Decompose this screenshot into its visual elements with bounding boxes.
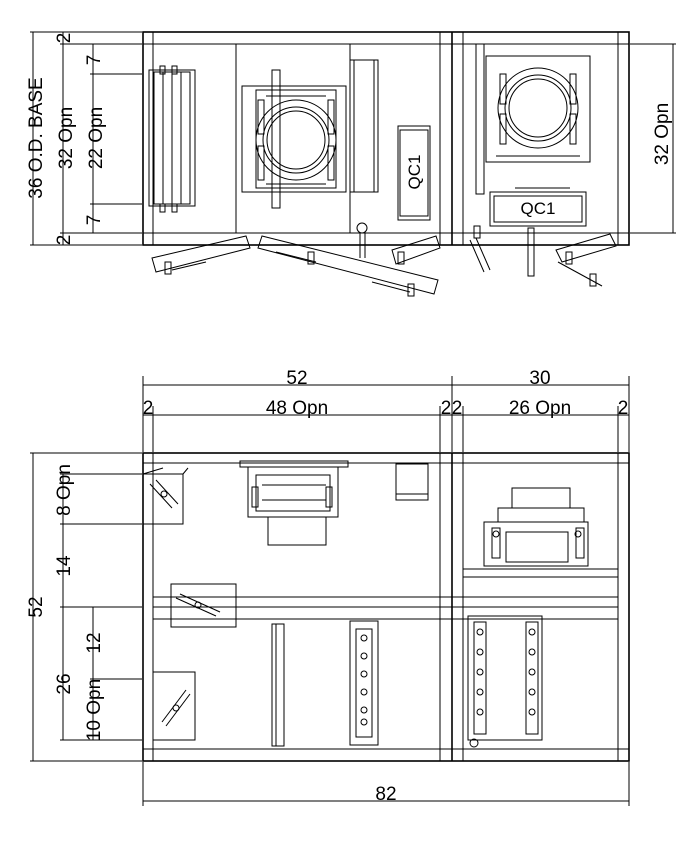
elevation-right-dimension: 32 Opn — [630, 43, 676, 234]
qc1-label-right: QC1 — [521, 199, 556, 218]
return-air-damper — [170, 583, 237, 628]
filter-rack — [148, 65, 196, 213]
dim-section-lower: 26 — [54, 673, 75, 694]
dim-overall-base: 36 O.D. BASE — [26, 77, 47, 198]
dim-left-section: 52 — [286, 368, 307, 389]
exhaust-damper — [152, 671, 196, 741]
dim-mid-margin-b: 2 — [452, 398, 463, 419]
dim-section-upper: 14 — [54, 555, 75, 577]
dim-top-offset: 7 — [84, 55, 105, 66]
plan-top-dimensions: 52 30 2 48 Opn 2 2 26 Opn 2 — [142, 368, 630, 452]
dim-right-section: 30 — [529, 368, 550, 389]
heater-coil-right — [467, 615, 543, 748]
dim-left-opening: 48 Opn — [266, 398, 328, 419]
plan-left-dimensions: 52 8 Opn 14 12 26 10 Opn — [26, 452, 142, 762]
qc1-panel-left: QC1 — [397, 125, 431, 221]
access-doors — [151, 225, 617, 297]
qc1-panel-right: QC1 — [489, 187, 587, 227]
supply-fan-1 — [241, 69, 347, 209]
dim-bottom-margin: 2 — [54, 235, 75, 246]
dim-right-opening: 32 Opn — [652, 103, 673, 165]
dim-left-margin: 2 — [143, 398, 154, 419]
dim-opening-bottom: 10 Opn — [84, 679, 105, 741]
elevation-view: QC1 QC1 — [26, 31, 676, 297]
dim-mid-margin-a: 2 — [441, 398, 452, 419]
supply-fan-1-plan — [239, 460, 349, 546]
supply-fan-2 — [475, 43, 591, 195]
dim-inner-opening: 22 Opn — [86, 107, 107, 169]
dim-plan-overall: 52 — [26, 596, 47, 617]
outside-air-damper — [142, 467, 189, 525]
plan-bottom-dimension: 82 — [142, 762, 630, 806]
plan-casing — [142, 452, 630, 762]
dim-bottom-offset: 7 — [84, 215, 105, 226]
plan-view: 52 30 2 48 Opn 2 2 26 Opn 2 52 8 Opn 14 … — [26, 368, 630, 806]
elevation-casing — [142, 31, 630, 246]
qc1-label-left: QC1 — [405, 155, 424, 190]
dim-right-opening: 26 Opn — [509, 398, 571, 419]
dim-right-margin: 2 — [618, 398, 629, 419]
dim-overall-length: 82 — [375, 784, 396, 805]
elevation-left-dimensions: 2 7 36 O.D. BASE 32 Opn 22 Opn 7 2 — [26, 31, 142, 246]
control-box-plan — [395, 463, 429, 501]
dim-top-margin: 2 — [54, 33, 75, 44]
coil-housing — [349, 59, 379, 258]
heater-coil-left — [349, 620, 379, 746]
dim-offset: 12 — [84, 632, 105, 653]
dim-opening: 32 Opn — [56, 107, 77, 169]
supply-fan-2-plan — [483, 487, 589, 567]
dim-opening-top: 8 Opn — [54, 464, 75, 516]
filter-plan — [271, 623, 285, 747]
